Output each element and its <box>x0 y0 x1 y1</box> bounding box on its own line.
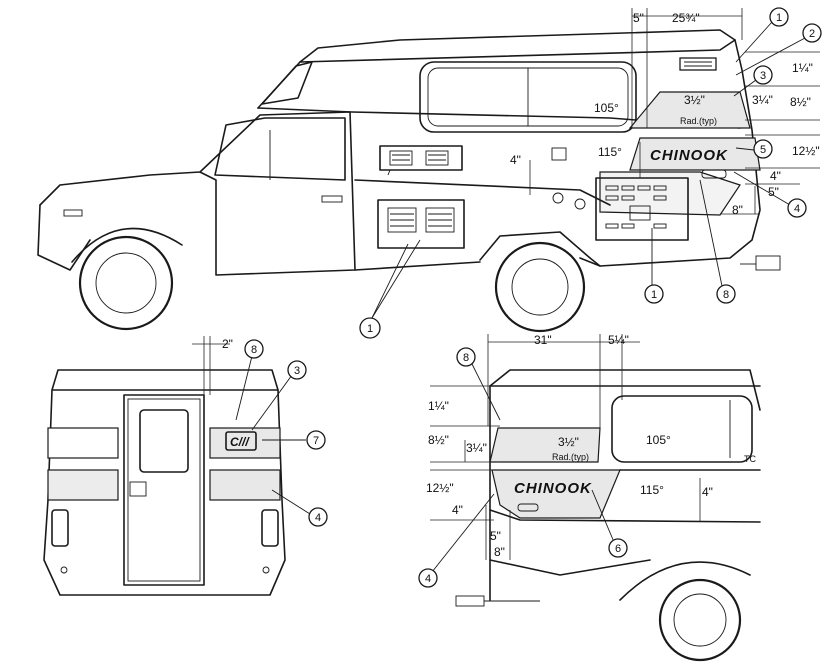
svg-text:7: 7 <box>313 435 319 447</box>
side-dim-5: 5" <box>633 11 644 25</box>
side-dim-4-right: 4" <box>770 169 781 183</box>
rear-stripe-left <box>47 427 119 459</box>
svg-text:3: 3 <box>294 365 300 377</box>
side-dim-25-3-4: 25¾" <box>672 11 700 25</box>
side-view: CHINOOK <box>37 7 822 339</box>
callout-7: 7 <box>306 430 326 450</box>
svg-text:4: 4 <box>794 203 800 215</box>
detail-angle-115: 115° <box>640 483 664 497</box>
callout-8-rear: 8 <box>244 339 264 359</box>
svg-text:4: 4 <box>425 573 431 585</box>
camper-side-window <box>419 61 637 133</box>
detail-view: CHINOOK 31" 5¼" <box>418 333 761 662</box>
callout-8-detail: 8 <box>456 347 476 367</box>
detail-stripe-upper <box>489 427 601 463</box>
callout-2: 2 <box>802 23 822 43</box>
detail-rad-value: 3½" <box>558 435 579 449</box>
side-rad-value: 3½" <box>684 93 705 107</box>
rear-view: C/// 2" 8 3 7 4 <box>43 336 328 596</box>
lower-grill-panel <box>377 199 465 249</box>
side-angle-115: 115° <box>598 145 622 159</box>
callout-3-side: 3 <box>753 65 773 85</box>
callout-4-side: 4 <box>787 198 807 218</box>
detail-rad-note: Rad.(typ) <box>552 452 589 462</box>
svg-text:8: 8 <box>463 352 469 364</box>
detail-dim-5: 5" <box>490 529 501 543</box>
svg-text:3: 3 <box>760 70 766 82</box>
detail-dim-31: 31" <box>534 333 552 347</box>
side-dim-5-right: 5" <box>768 185 779 199</box>
rear-taillight-left <box>51 509 69 547</box>
callout-1-grills: 1 <box>359 317 381 339</box>
water-fill <box>574 198 586 210</box>
callout-5: 5 <box>753 139 773 159</box>
detail-dim-8-1-2: 8½" <box>428 433 449 447</box>
rear-door-window <box>139 409 189 473</box>
detail-dim-5-1-4: 5¼" <box>608 333 629 347</box>
detail-dim-8: 8" <box>494 545 505 559</box>
upper-vent <box>679 57 717 71</box>
side-outlet <box>551 147 567 161</box>
callout-6: 6 <box>608 538 628 558</box>
rear-taillight-right <box>261 509 279 547</box>
upper-grill-panel <box>379 145 463 171</box>
detail-dim-3-1-4: 3¼" <box>466 441 487 455</box>
front-wheel <box>78 235 174 331</box>
detail-tc-mark: TC <box>744 454 756 464</box>
side-stripe-chinook <box>629 137 761 171</box>
detail-chinook-logo: CHINOOK <box>514 480 592 497</box>
rear-stripe-right <box>209 427 281 459</box>
rear-wheel <box>494 241 586 333</box>
svg-text:1: 1 <box>651 289 657 301</box>
side-dim-8-1-2: 8½" <box>790 95 811 109</box>
svg-text:1: 1 <box>776 12 782 24</box>
callout-1-top: 1 <box>769 7 789 27</box>
rear-stripe-left-lower <box>47 469 119 501</box>
callout-3-rear: 3 <box>287 360 307 380</box>
callout-4-detail: 4 <box>418 568 438 588</box>
detail-dim-12-1-2: 12½" <box>426 481 454 495</box>
detail-dim-1-1-4: 1¼" <box>428 399 449 413</box>
rear-stripe-right-lower <box>209 469 281 501</box>
svg-text:2: 2 <box>809 28 815 40</box>
svg-text:8: 8 <box>251 344 257 356</box>
side-dim-1-1-4: 1¼" <box>792 61 813 75</box>
fuel-cap <box>552 192 564 204</box>
svg-text:4: 4 <box>315 512 321 524</box>
svg-text:1: 1 <box>367 323 373 335</box>
detail-stripe-chinook <box>491 469 621 519</box>
svg-text:C///: C/// <box>230 435 250 449</box>
detail-dim-4-right: 4" <box>702 485 713 499</box>
side-stripe-upper <box>628 91 751 129</box>
svg-text:6: 6 <box>615 543 621 555</box>
rear-logo-decal <box>225 431 257 451</box>
side-rad-note: Rad.(typ) <box>680 116 717 126</box>
rear-door <box>123 394 205 586</box>
callout-4-rear: 4 <box>308 507 328 527</box>
callout-8-side: 8 <box>716 284 736 304</box>
side-dim-8-right: 8" <box>732 203 743 217</box>
side-dim-4-left: 4" <box>510 153 521 167</box>
detail-window <box>611 395 753 463</box>
side-chinook-logo: CHINOOK <box>650 147 728 164</box>
svg-text:5: 5 <box>760 144 766 156</box>
rear-door-handle <box>129 481 147 497</box>
side-compartment-door <box>595 177 689 241</box>
side-angle-105: 105° <box>594 101 619 115</box>
side-dim-12-1-2: 12½" <box>792 144 820 158</box>
detail-angle-105: 105° <box>646 433 671 447</box>
svg-text:8: 8 <box>723 289 729 301</box>
callout-1-compartment: 1 <box>644 284 664 304</box>
detail-dim-4-left: 4" <box>452 503 463 517</box>
cab-door-window <box>214 117 346 181</box>
detail-wheel <box>658 578 742 662</box>
side-dim-3-1-4: 3¼" <box>752 93 773 107</box>
rear-dim-2: 2" <box>222 337 233 351</box>
